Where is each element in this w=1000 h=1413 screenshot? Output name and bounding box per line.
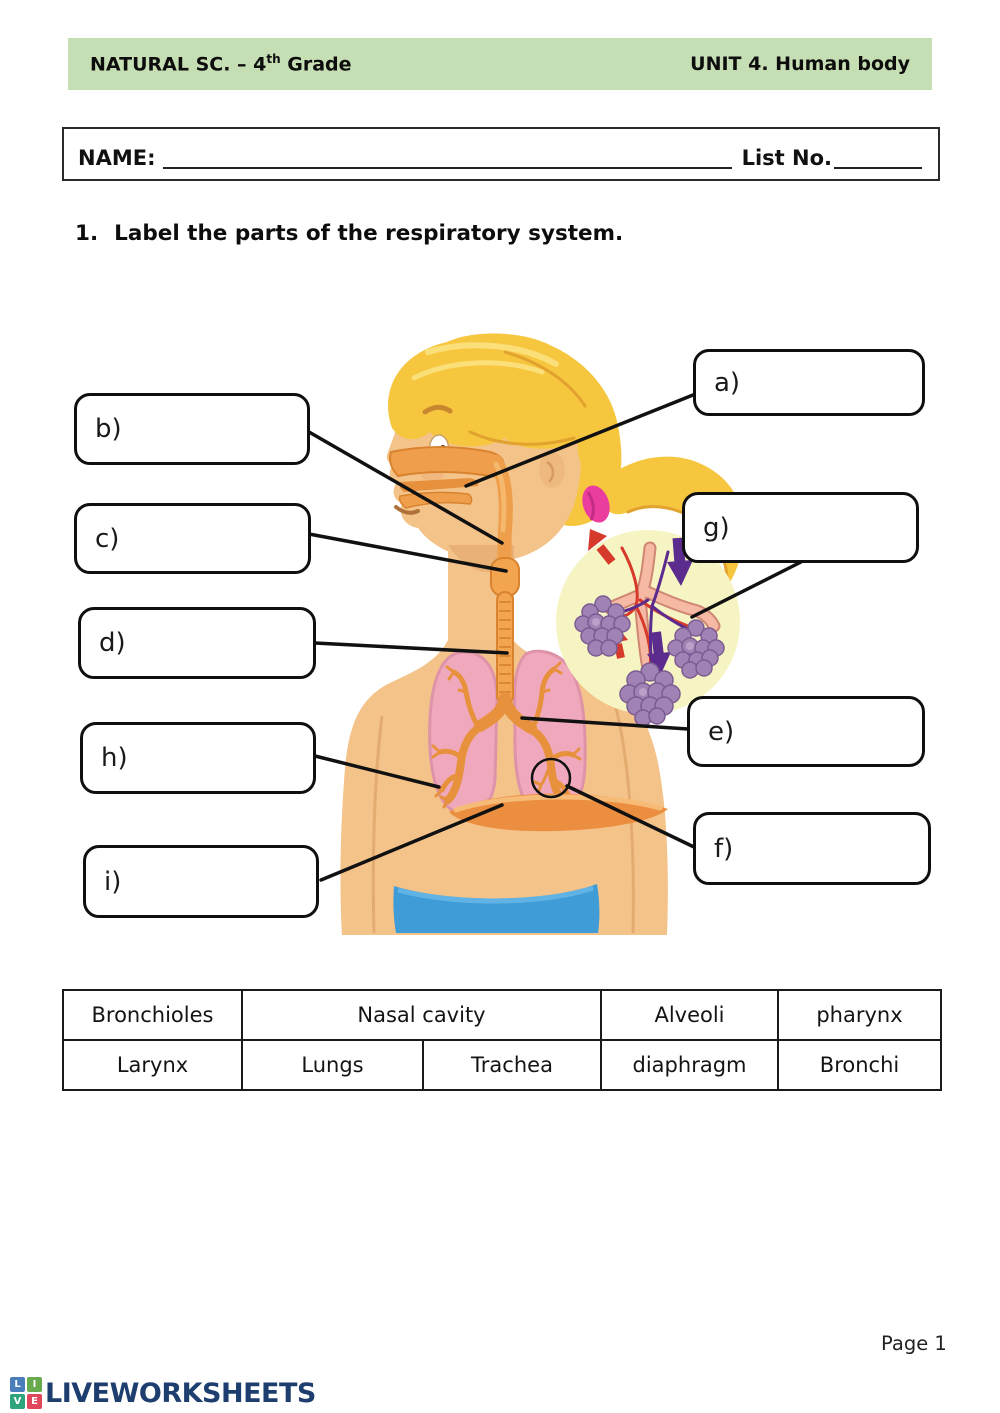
pharynx-tube: [489, 455, 513, 577]
page-number: Page 1: [881, 1332, 947, 1355]
bronchiole-tubes: [603, 541, 721, 675]
figure-hair: [388, 333, 622, 511]
word-bank-cell: Nasal cavity: [241, 989, 602, 1041]
answer-box-a[interactable]: a): [693, 349, 925, 416]
word-bank-table: Bronchioles Nasal cavity Alveoli pharynx…: [62, 989, 942, 1091]
answer-box-label: d): [99, 628, 126, 658]
lung-right: [512, 649, 587, 819]
figure-airway: [388, 446, 537, 734]
answer-box-label: a): [714, 367, 741, 398]
word-bank-cell: Lungs: [241, 1039, 424, 1091]
leader-line-e: [520, 716, 690, 731]
question-1: 1. Label the parts of the respiratory sy…: [75, 221, 623, 246]
word-bank-cell: Alveoli: [600, 989, 779, 1041]
bronchiole-highlight-circle: [530, 757, 572, 799]
logo-square-i: I: [27, 1377, 42, 1392]
figure-eye: [428, 434, 450, 462]
logo-square-v: V: [10, 1394, 25, 1409]
name-write-line[interactable]: [163, 143, 732, 169]
word-bank-cell: Bronchi: [777, 1039, 942, 1091]
name-box: NAME: List No.: [62, 127, 940, 181]
figure-torso: [340, 640, 668, 935]
grade-superscript: th: [266, 52, 281, 67]
word-bank-cell: Trachea: [422, 1039, 602, 1091]
liveworksheets-logo: L I V E LIVEWORKSHEETS: [10, 1377, 316, 1409]
answer-box-c[interactable]: c): [74, 503, 311, 574]
unit-title: UNIT 4. Human body: [690, 53, 910, 75]
logo-square-e: E: [27, 1394, 42, 1409]
word-bank-cell: diaphragm: [600, 1039, 779, 1091]
figure-diaphragm: [449, 793, 668, 832]
word-bank-cell: Bronchioles: [62, 989, 243, 1041]
larynx: [490, 557, 520, 597]
tongue: [398, 491, 473, 509]
figure-lungs: [428, 649, 587, 819]
name-label: NAME:: [78, 146, 156, 170]
answer-box-label: f): [714, 833, 734, 864]
answer-box-g[interactable]: g): [682, 492, 919, 563]
flow-arrows: [588, 529, 693, 674]
answer-box-f[interactable]: f): [693, 812, 931, 885]
liveworksheets-logo-icon: L I V E: [10, 1377, 42, 1409]
leader-line-f: [565, 784, 696, 849]
list-no-write-line[interactable]: [834, 143, 922, 169]
figure-ear: [539, 452, 565, 488]
answer-box-i[interactable]: i): [83, 845, 319, 918]
leader-line-g: [690, 560, 803, 619]
hairband: [582, 485, 610, 523]
leader-line-i: [319, 803, 504, 882]
trachea-tube: [496, 591, 514, 705]
nasal-cavity: [388, 446, 506, 478]
brand-wordmark: LIVEWORKSHEETS: [45, 1377, 316, 1409]
vessels: [606, 546, 696, 670]
lung-left: [428, 650, 499, 816]
leader-line-b: [307, 430, 504, 545]
word-bank-cell: pharynx: [777, 989, 942, 1041]
header-bar: NATURAL SC. – 4th Grade UNIT 4. Human bo…: [68, 38, 932, 90]
leader-line-h: [313, 754, 441, 789]
leader-lines: [307, 393, 803, 882]
answer-box-label: e): [708, 716, 735, 747]
answer-box-d[interactable]: d): [78, 607, 316, 679]
answer-box-label: g): [703, 512, 730, 543]
figure-shorts: [393, 884, 600, 933]
course-title: NATURAL SC. – 4th Grade: [90, 52, 352, 76]
list-no-label: List No.: [741, 146, 832, 170]
logo-square-l: L: [10, 1377, 25, 1392]
answer-box-e[interactable]: e): [687, 696, 925, 767]
answer-box-b[interactable]: b): [74, 393, 310, 465]
question-text: Label the parts of the respiratory syste…: [114, 221, 624, 246]
leader-line-c: [307, 532, 508, 573]
leader-line-d: [313, 641, 509, 655]
figure-smile: [394, 505, 420, 515]
answer-box-label: c): [95, 523, 120, 554]
leader-line-a: [464, 393, 695, 488]
answer-box-label: h): [101, 743, 128, 773]
figure-head: [386, 333, 622, 660]
answer-box-label: i): [104, 866, 122, 897]
answer-box-label: b): [95, 414, 122, 444]
figure-eyebrow: [422, 404, 453, 415]
word-bank-cell: Larynx: [62, 1039, 243, 1091]
question-number: 1.: [75, 221, 99, 246]
answer-box-h[interactable]: h): [80, 722, 316, 794]
bronchial-trees: [431, 661, 582, 811]
